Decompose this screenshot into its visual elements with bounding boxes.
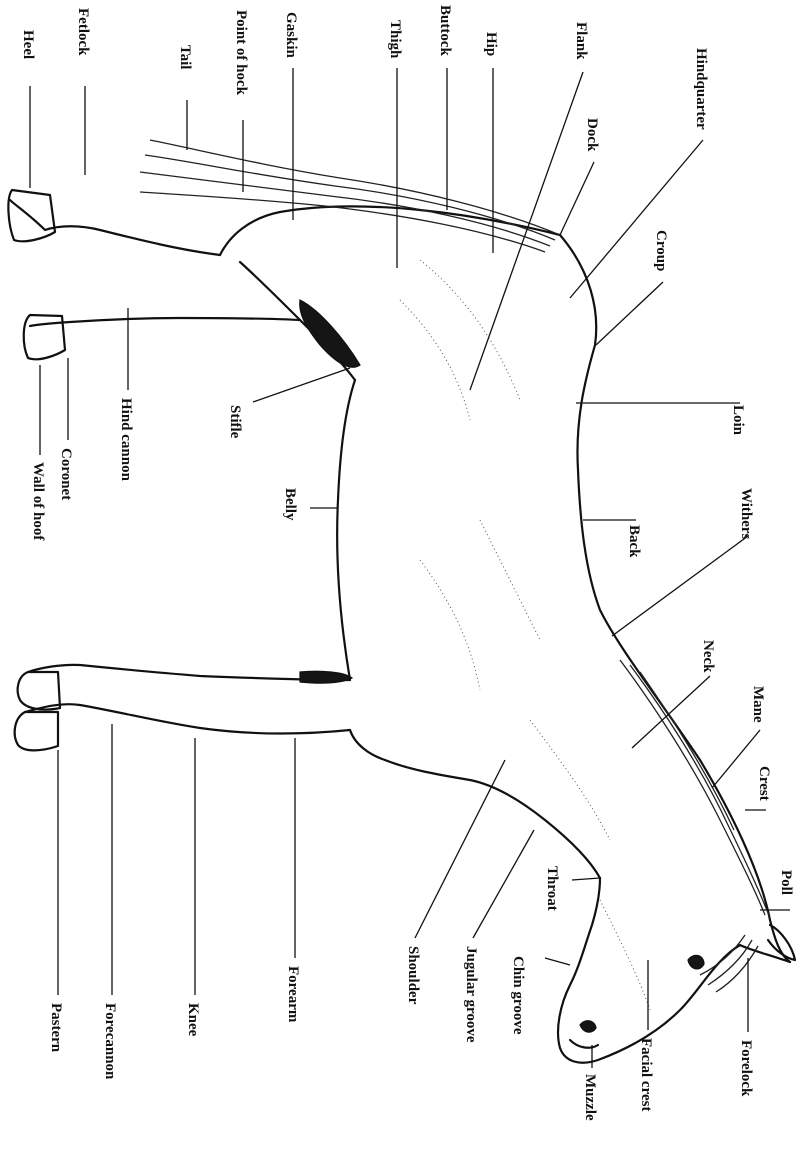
leader-mane — [712, 730, 760, 788]
label-coronet: Coronet — [58, 448, 74, 500]
hind-leg-near — [30, 318, 300, 326]
label-hip: Hip — [483, 32, 499, 56]
elbow-shadow — [300, 671, 352, 683]
leader-flank — [470, 72, 583, 390]
label-mane: Mane — [750, 686, 766, 723]
hind-hoof-1 — [8, 190, 55, 241]
label-wall-of-hoof: Wall of hoof — [30, 462, 46, 541]
label-gaskin: Gaskin — [283, 12, 299, 59]
label-facial-crest: Facial crest — [638, 1038, 654, 1111]
mane-hair — [620, 660, 770, 918]
hind-hoof-2 — [24, 315, 65, 359]
leader-hindquarter — [570, 140, 703, 298]
label-fetlock: Fetlock — [75, 8, 91, 56]
eye — [688, 955, 704, 969]
nostril — [580, 1021, 596, 1032]
leader-neck — [632, 676, 710, 748]
label-hindquarter: Hindquarter — [693, 48, 709, 130]
leader-shoulder — [415, 760, 505, 938]
label-heel: Heel — [20, 30, 36, 59]
head-outline — [558, 878, 790, 1063]
topline-outline — [560, 235, 790, 962]
label-belly: Belly — [282, 488, 298, 521]
label-thigh: Thigh — [387, 20, 403, 59]
throat-outline — [385, 760, 600, 878]
label-forecannon: Forecannon — [102, 1003, 118, 1080]
groin-shadow — [300, 300, 360, 367]
label-knee: Knee — [185, 1003, 201, 1037]
leader-dock — [560, 162, 594, 235]
label-shoulder: Shoulder — [405, 946, 421, 1005]
label-chin-groove: Chin groove — [510, 956, 526, 1035]
label-pastern: Pastern — [48, 1003, 64, 1053]
label-tail: Tail — [177, 45, 193, 69]
leader-croup — [596, 282, 663, 345]
label-withers: Withers — [738, 488, 754, 540]
label-neck: Neck — [700, 640, 716, 673]
horse-illustration — [8, 140, 795, 1063]
foreleg-near — [25, 704, 350, 733]
label-forearm: Forearm — [285, 966, 301, 1023]
label-poll: Poll — [778, 870, 794, 895]
label-dock: Dock — [584, 118, 600, 152]
label-muzzle: Muzzle — [582, 1074, 598, 1121]
leader-stifle — [253, 368, 350, 402]
leader-throat — [572, 878, 600, 880]
label-crest: Crest — [756, 766, 772, 801]
tail-hair — [140, 140, 560, 252]
fore-hoof-2 — [15, 712, 58, 750]
hindquarter-outline — [220, 206, 560, 255]
label-flank: Flank — [573, 22, 589, 60]
label-back: Back — [626, 525, 642, 558]
leader-jugular-groove — [473, 830, 534, 938]
label-throat: Throat — [544, 866, 560, 911]
belly-outline — [337, 380, 355, 680]
label-loin: Loin — [730, 405, 746, 436]
muzzle-detail — [570, 1040, 598, 1048]
label-buttock: Buttock — [437, 5, 453, 56]
fore-hoof-1 — [18, 672, 60, 710]
forelock-hair — [700, 935, 758, 992]
leader-chin-groove — [545, 958, 570, 965]
label-forelock: Forelock — [738, 1040, 754, 1097]
label-jugular-groove: Jugular groove — [463, 946, 479, 1043]
label-stifle: Stifle — [227, 405, 243, 439]
label-croup: Croup — [653, 230, 669, 271]
label-hind-cannon: Hind cannon — [118, 398, 134, 482]
labels: Heel Fetlock Tail Point of hock Gaskin T… — [20, 5, 794, 1121]
chest-outline — [350, 730, 385, 760]
hind-leg-far — [10, 200, 220, 255]
label-point-of-hock: Point of hock — [233, 10, 249, 96]
